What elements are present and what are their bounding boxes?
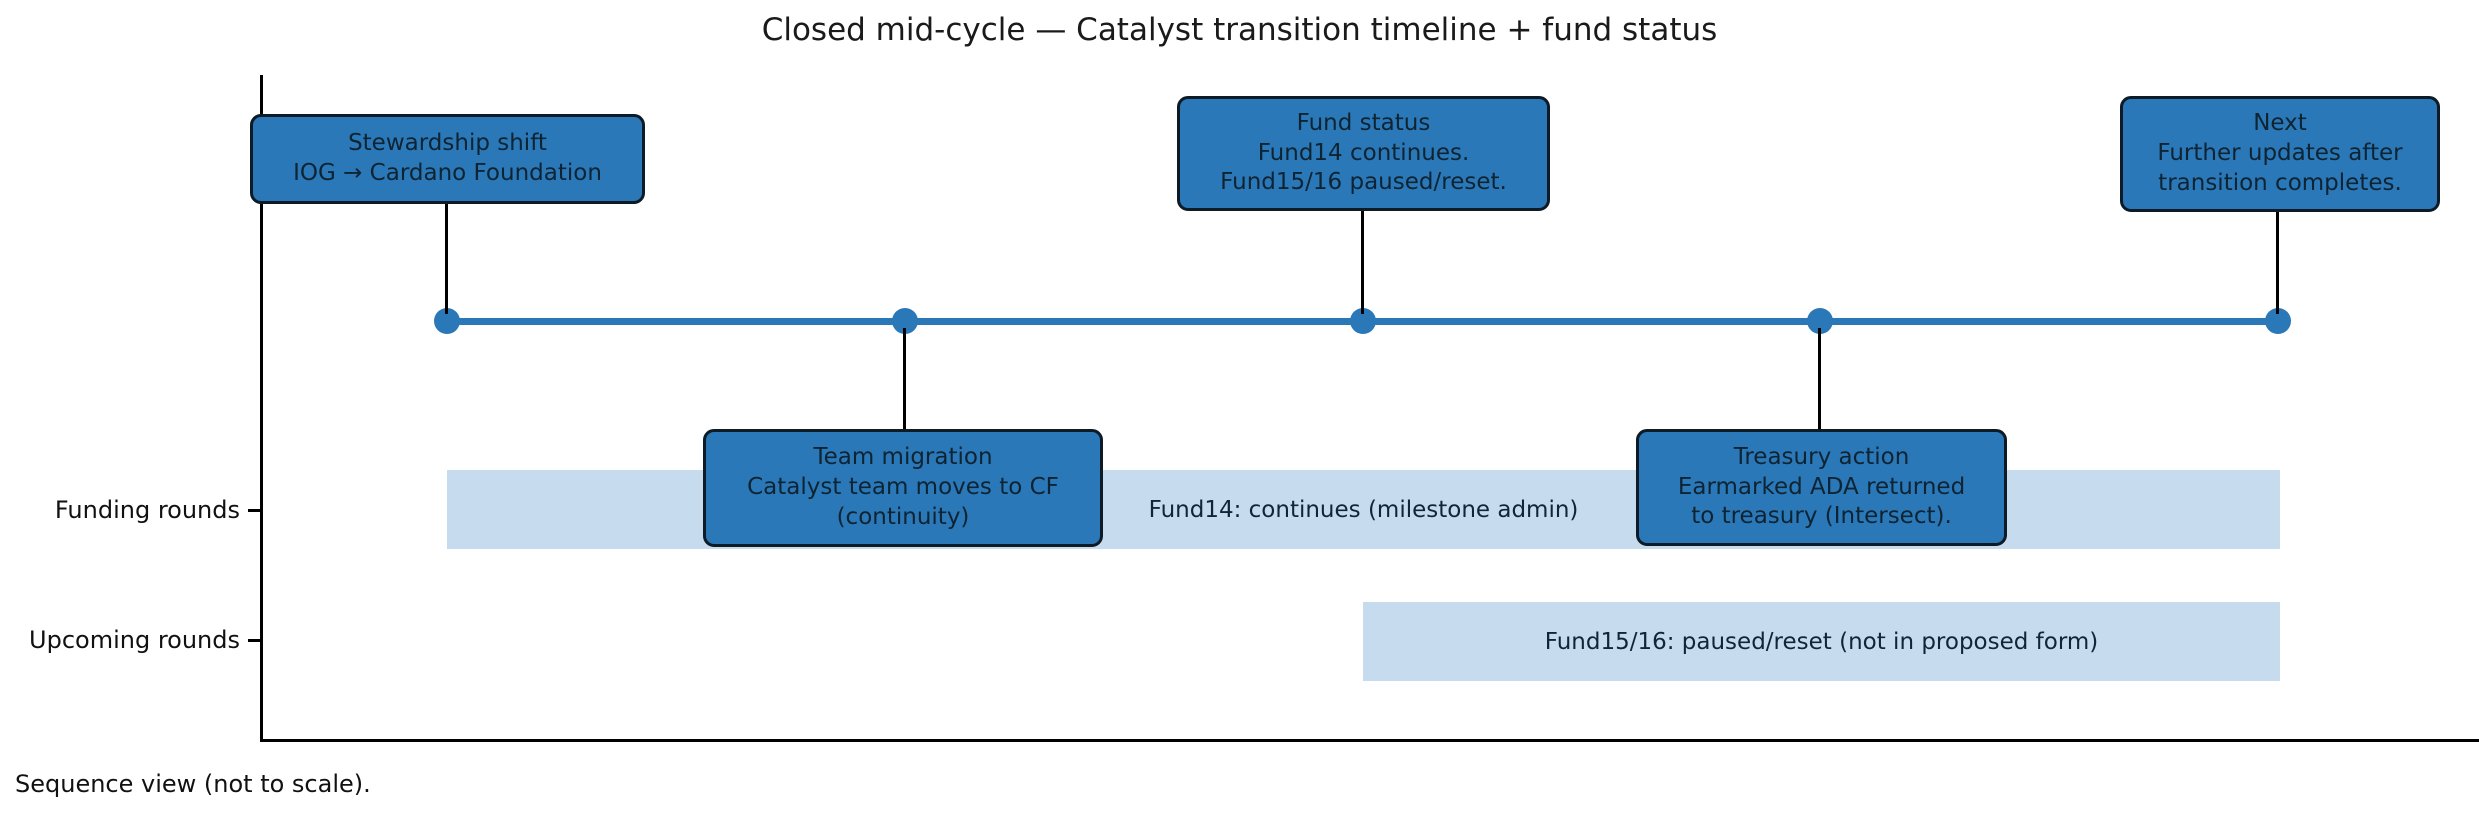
x-axis-spine [260,739,2479,742]
figure-title: Closed mid-cycle — Catalyst transition t… [761,12,1718,48]
callout-next: Next Further updates after transition co… [2120,96,2440,212]
connector-team-migration [903,328,906,431]
callout-team-migration: Team migration Catalyst team moves to CF… [703,429,1103,547]
callout-stewardship-shift: Stewardship shift IOG → Cardano Foundati… [250,114,645,204]
callout-stewardship-shift-text: Stewardship shift IOG → Cardano Foundati… [293,130,602,186]
connector-fund-status [1361,209,1364,314]
row-label-upcoming-rounds: Upcoming rounds [29,626,240,654]
bar-fund15-16-label: Fund15/16: paused/reset (not in proposed… [1544,628,2099,655]
callout-fund-status: Fund status Fund14 continues. Fund15/16 … [1177,96,1550,211]
bar-fund14-label: Fund14: continues (milestone admin) [1148,496,1579,523]
y-tick-funding-rounds [248,509,261,512]
connector-stewardship [445,202,448,314]
callout-team-migration-text: Team migration Catalyst team moves to CF… [747,444,1059,530]
row-label-funding-rounds: Funding rounds [54,496,240,524]
callout-fund-status-text: Fund status Fund14 continues. Fund15/16 … [1220,109,1507,196]
connector-treasury-action [1818,328,1821,431]
bar-fund15-16: Fund15/16: paused/reset (not in proposed… [1363,602,2280,681]
callout-next-text: Next Further updates after transition co… [2157,110,2403,196]
callout-treasury-action: Treasury action Earmarked ADA returned t… [1636,429,2007,546]
figure-caption: Sequence view (not to scale). [15,770,371,798]
y-axis-spine [260,75,263,741]
callout-treasury-action-text: Treasury action Earmarked ADA returned t… [1677,443,1966,530]
connector-next [2276,209,2279,314]
y-tick-upcoming-rounds [248,639,261,642]
